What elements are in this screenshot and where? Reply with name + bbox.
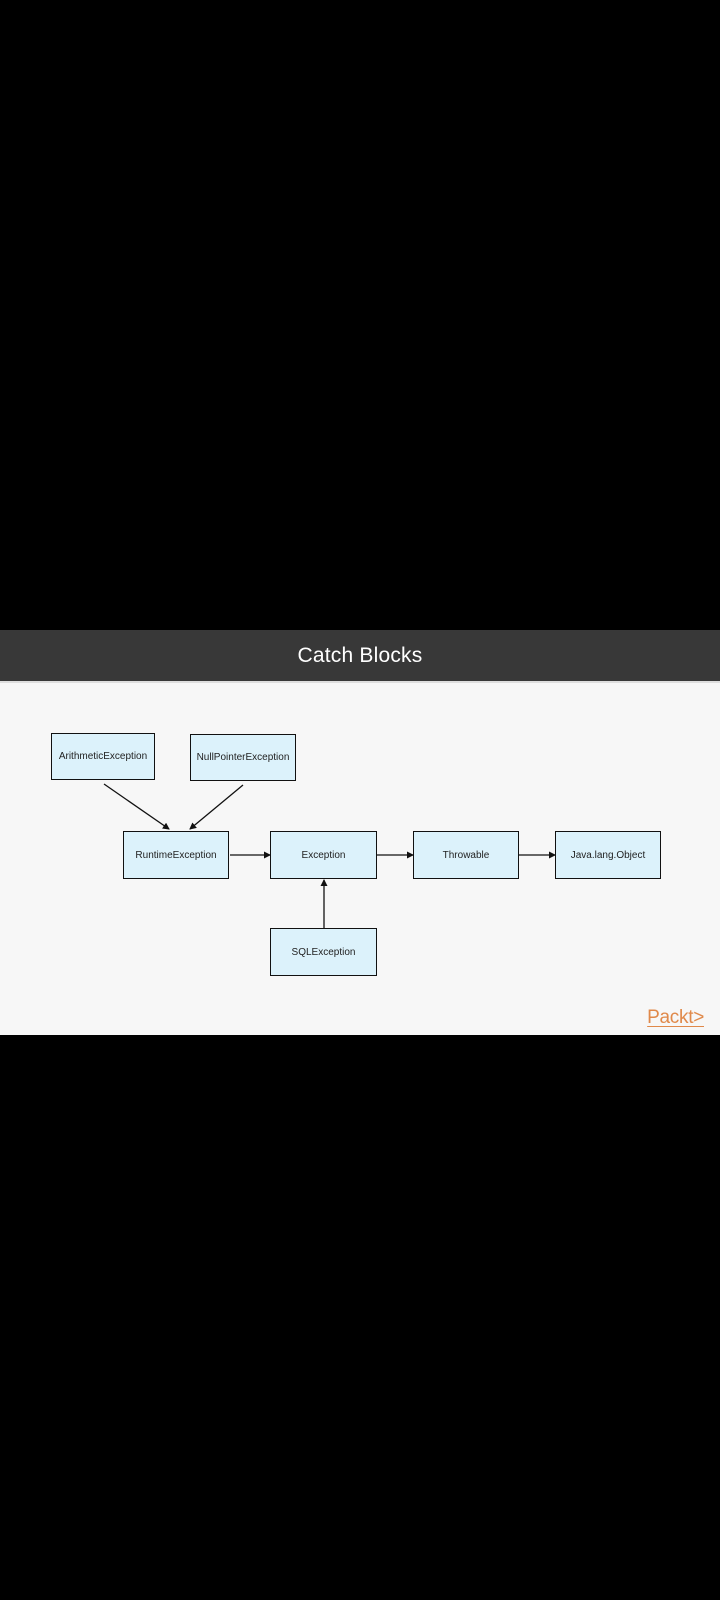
node-java-lang-object: Java.lang.Object <box>555 831 661 879</box>
node-nullpointer-exception: NullPointerException <box>190 734 296 781</box>
slide: Catch Blocks ArithmeticException NullPoi… <box>0 630 720 1035</box>
edge-nullpointer-to-runtime <box>189 784 244 830</box>
node-exception: Exception <box>270 831 377 879</box>
diagram-connectors <box>103 783 556 928</box>
packt-logo: Packt> <box>647 1007 704 1028</box>
slide-header: Catch Blocks <box>0 630 720 683</box>
node-throwable: Throwable <box>413 831 519 879</box>
slide-title: Catch Blocks <box>297 643 423 667</box>
exception-hierarchy-diagram: ArithmeticException NullPointerException… <box>0 630 720 1035</box>
node-arithmetic-exception: ArithmeticException <box>51 733 155 780</box>
node-runtime-exception: RuntimeException <box>123 831 229 879</box>
node-sql-exception: SQLException <box>270 928 377 976</box>
edge-arithmetic-to-runtime <box>103 783 170 830</box>
